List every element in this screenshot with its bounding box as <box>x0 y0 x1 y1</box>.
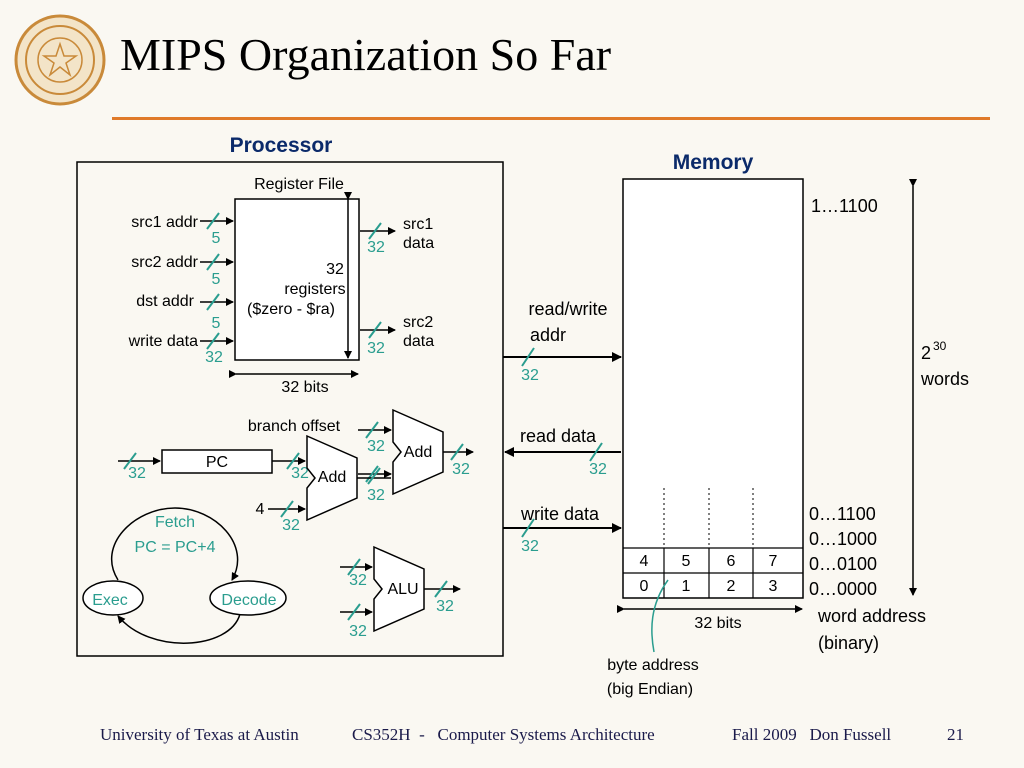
mem-row0-3: 3 <box>769 578 778 595</box>
rw-addr-1: read/write <box>528 299 607 319</box>
src2-data-width: 32 <box>367 340 385 357</box>
footer-institution: University of Texas at Austin <box>100 725 299 744</box>
add-upper-in-a-width: 32 <box>367 438 385 455</box>
mem-row0-0: 0 <box>640 578 649 595</box>
mem-row1-0: 4 <box>640 553 649 570</box>
footer-page: 21 <box>947 725 964 744</box>
dst-addr-width: 5 <box>212 315 221 332</box>
rw-addr-width: 32 <box>521 367 539 384</box>
dst-addr-label: dst addr <box>136 293 194 310</box>
src1-data-width: 32 <box>367 239 385 256</box>
mem-row0-1: 1 <box>682 578 691 595</box>
reg-bits-label: 32 bits <box>281 379 328 396</box>
cycle-exec: Exec <box>92 592 128 609</box>
word-count-exp: 30 <box>933 339 947 353</box>
pc-label: PC <box>206 454 228 471</box>
mem-bits-label: 32 bits <box>694 615 741 632</box>
reg-body-1: 32 <box>326 261 344 278</box>
write-data-mem-width: 32 <box>521 538 539 555</box>
title-rule <box>112 117 990 120</box>
alu-in-a-width: 32 <box>349 572 367 589</box>
mem-row1-2: 6 <box>727 553 736 570</box>
address-0: 0…1100 <box>809 504 876 524</box>
register-file-box <box>234 198 360 361</box>
word-count-base: 2 <box>921 343 931 363</box>
write-data-mem-label: write data <box>520 504 600 524</box>
src2-data-label1: src2 <box>403 314 433 331</box>
add-lower-label: Add <box>318 469 346 486</box>
add-upper-label: Add <box>404 444 432 461</box>
rw-addr-2: addr <box>530 325 566 345</box>
footer-course: CS352H - Computer Systems Architecture <box>352 725 655 744</box>
branch-offset-label: branch offset <box>248 418 341 435</box>
read-data-label: read data <box>520 426 597 446</box>
ut-seal-logo <box>14 14 106 106</box>
src1-data-label2: data <box>403 235 434 252</box>
read-data-width: 32 <box>589 461 607 478</box>
pc-in-width: 32 <box>128 465 146 482</box>
processor-heading: Processor <box>230 134 333 157</box>
src2-data-label2: data <box>403 333 434 350</box>
address-1: 0…1000 <box>809 529 877 549</box>
four-label: 4 <box>256 501 265 518</box>
mem-row0-2: 2 <box>727 578 736 595</box>
cycle-fetch-sub: PC = PC+4 <box>135 539 216 556</box>
memory-heading: Memory <box>673 151 754 174</box>
src1-addr-label: src1 addr <box>131 214 198 231</box>
alu-out-width: 32 <box>436 598 454 615</box>
mem-row1-1: 5 <box>682 553 691 570</box>
word-count-unit: words <box>920 369 969 389</box>
word-address-2: (binary) <box>818 633 879 653</box>
top-address: 1…1100 <box>811 196 878 216</box>
write-data-label: write data <box>128 333 198 350</box>
alu-label: ALU <box>387 581 418 598</box>
register-file-title: Register File <box>254 176 344 193</box>
add-upper-in-b-width: 32 <box>367 487 385 504</box>
byte-address-2: (big Endian) <box>607 681 693 698</box>
address-2: 0…0100 <box>809 554 877 574</box>
memory-box <box>622 178 804 599</box>
alu <box>373 545 425 633</box>
cycle-decode: Decode <box>221 592 276 609</box>
mem-row1-3: 7 <box>769 553 778 570</box>
src2-addr-label: src2 addr <box>131 254 198 271</box>
add-lower <box>306 434 358 522</box>
write-data-width: 32 <box>205 349 223 366</box>
src1-data-label1: src1 <box>403 216 433 233</box>
reg-body-3: ($zero - $ra) <box>247 301 335 318</box>
add-upper-out-width: 32 <box>452 461 470 478</box>
address-3: 0…0000 <box>809 579 877 599</box>
add-upper <box>392 408 444 496</box>
word-address-1: word address <box>817 606 926 626</box>
four-width: 32 <box>282 517 300 534</box>
footer-term: Fall 2009 Don Fussell <box>732 725 892 744</box>
processor-box <box>76 161 504 657</box>
byte-address-1: byte address <box>607 657 699 674</box>
cycle-fetch: Fetch <box>155 514 195 531</box>
alu-in-b-width: 32 <box>349 623 367 640</box>
slide-title: MIPS Organization So Far <box>120 29 612 80</box>
reg-body-2: registers <box>284 281 345 298</box>
pc-out-width: 32 <box>291 465 309 482</box>
src1-addr-width: 5 <box>212 230 221 247</box>
src2-addr-width: 5 <box>212 271 221 288</box>
